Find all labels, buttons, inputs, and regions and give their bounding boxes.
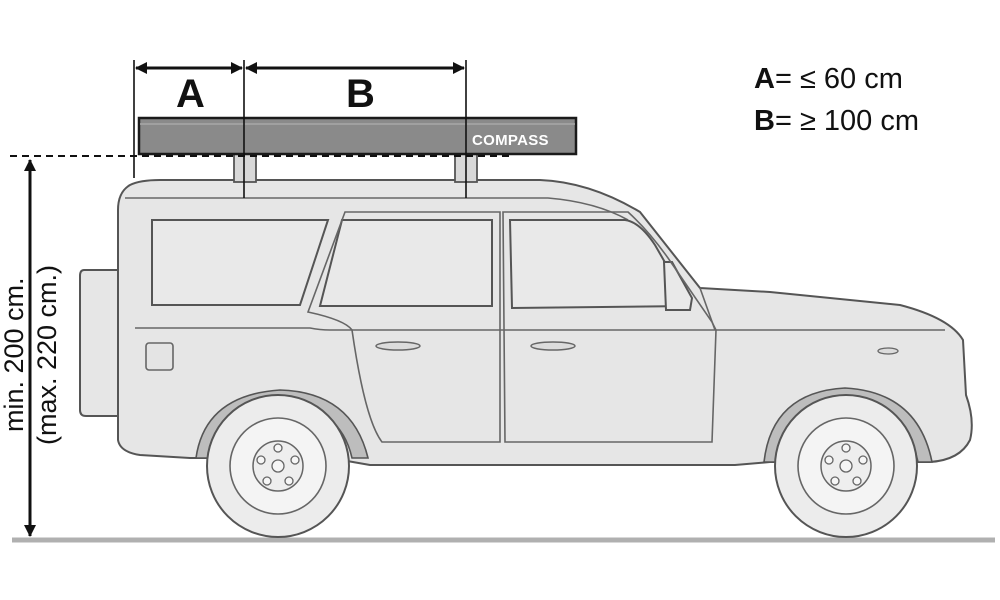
front-wheel	[774, 394, 918, 538]
legend-a-value: = ≤ 60 cm	[775, 63, 903, 95]
legend-b-key: B	[754, 105, 775, 137]
legend-b: B= ≥ 100 cm	[754, 105, 919, 137]
legend-a: A= ≤ 60 cm	[754, 63, 903, 95]
dimension-label-b: B	[346, 72, 375, 116]
spare-wheel	[79, 269, 119, 417]
front-door-outline	[502, 211, 717, 443]
suv-vehicle	[79, 179, 973, 538]
belt-line	[135, 327, 945, 331]
side-marker	[877, 347, 899, 355]
rear-wheel	[206, 394, 350, 538]
height-min-label: min. 200 cm.	[0, 277, 29, 432]
rear-roof-bar-foot	[233, 153, 257, 183]
height-max-label: (max. 220 cm.)	[32, 265, 62, 445]
rear-quarter-window	[151, 219, 330, 306]
rear-door-outline	[306, 211, 501, 443]
dimension-label-a: A	[176, 72, 205, 116]
legend-b-value: = ≥ 100 cm	[775, 105, 919, 137]
rear-door-window	[318, 219, 493, 307]
car-body	[117, 179, 973, 466]
roof-line	[125, 197, 629, 221]
fuel-flap	[145, 342, 174, 371]
roof-box-brand: COMPASS	[472, 132, 549, 149]
front-door-handle	[530, 341, 576, 351]
rear-door-handle	[375, 341, 421, 351]
legend-a-key: A	[754, 63, 775, 95]
front-door-window	[508, 219, 692, 310]
